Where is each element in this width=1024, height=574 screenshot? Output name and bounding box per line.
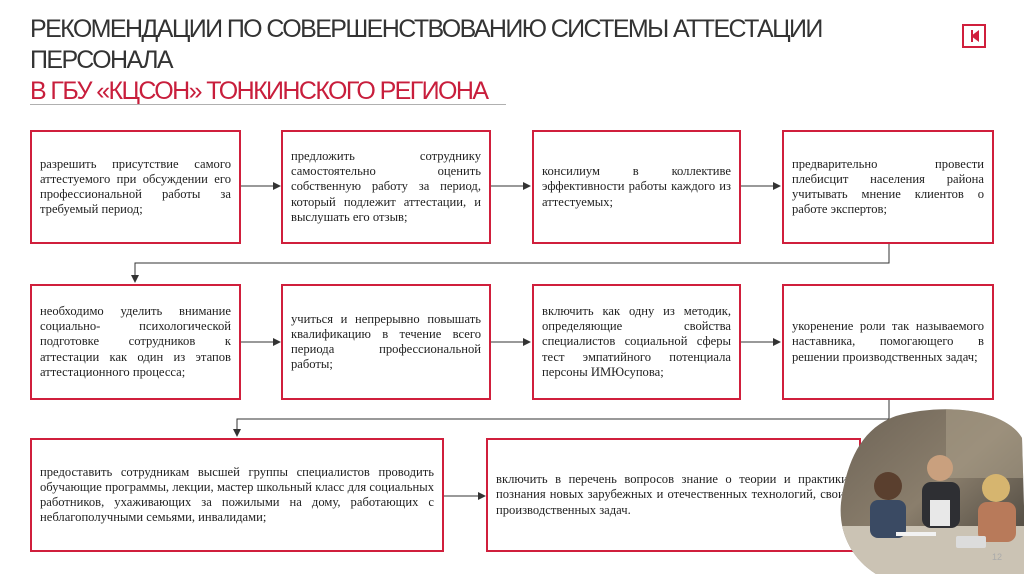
recommendation-box: консилиум в коллективе эффективности раб…: [532, 130, 741, 244]
recommendation-text: разрешить присутствие самого аттестуемог…: [40, 156, 231, 217]
recommendation-text: предложить сотруднику самостоятельно оце…: [291, 148, 481, 224]
recommendation-text: учиться и непрерывно повышать квалификац…: [291, 311, 481, 372]
recommendation-box: предложить сотруднику самостоятельно оце…: [281, 130, 491, 244]
recommendation-box: предварительно провести плебисцит населе…: [782, 130, 994, 244]
recommendation-text: предоставить сотрудникам высшей группы с…: [40, 464, 434, 525]
recommendation-text: включить как одну из методик, определяющ…: [542, 303, 731, 379]
recommendation-text: укоренение роли так называемого наставни…: [792, 319, 984, 364]
recommendation-text: предварительно провести плебисцит населе…: [792, 156, 984, 217]
page-number: 12: [992, 552, 1003, 562]
arrow-4-5: [131, 244, 890, 283]
recommendation-box: учиться и непрерывно повышать квалификац…: [281, 284, 491, 400]
recommendation-text: включить в перечень вопросов знание о те…: [496, 472, 851, 517]
recommendation-text: необходимо уделить внимание социально- п…: [40, 303, 231, 379]
title-underline: [30, 104, 506, 105]
recommendation-box: включить в перечень вопросов знание о те…: [486, 438, 861, 552]
recommendation-box: необходимо уделить внимание социально- п…: [30, 284, 241, 400]
title-main: РЕКОМЕНДАЦИИ ПО СОВЕРШЕНСТВОВАНИЮ СИСТЕМ…: [30, 15, 823, 74]
title-subtitle: В ГБУ «КЦСОН» ТОНКИНСКОГО РЕГИОНА: [30, 77, 489, 105]
recommendation-box: разрешить присутствие самого аттестуемог…: [30, 130, 241, 244]
recommendation-box: включить как одну из методик, определяющ…: [532, 284, 741, 400]
back-arrow-icon: [970, 30, 979, 42]
office-meeting-photo: [840, 409, 1024, 574]
back-nav-button[interactable]: [962, 24, 986, 48]
arrow-8-9: [233, 400, 890, 437]
recommendation-box: предоставить сотрудникам высшей группы с…: [30, 438, 444, 552]
recommendation-box: укоренение роли так называемого наставни…: [782, 284, 994, 400]
recommendation-text: консилиум в коллективе эффективности раб…: [542, 164, 731, 209]
slide-title: РЕКОМЕНДАЦИИ ПО СОВЕРШЕНСТВОВАНИЮ СИСТЕМ…: [30, 14, 890, 107]
